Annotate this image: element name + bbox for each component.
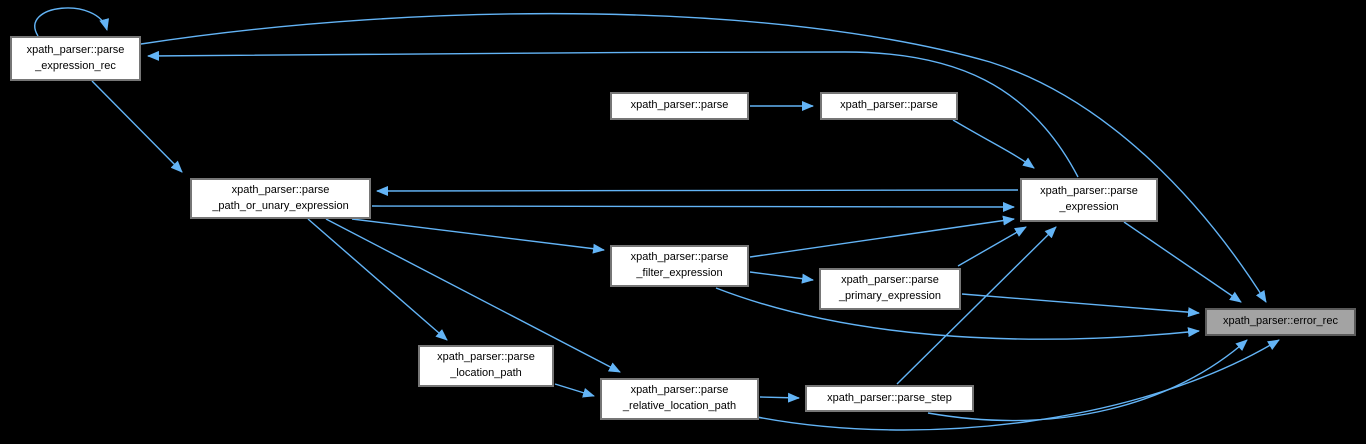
edge-path-or-unary-to-parse-expression xyxy=(371,201,1015,212)
edge-parse-step-to-parse-expression xyxy=(896,226,1057,385)
node-parse-1[interactable]: xpath_parser::parse xyxy=(610,92,749,120)
node-parse-expression-rec[interactable]: xpath_parser::parse _expression_rec xyxy=(10,36,141,81)
node-parse-location-path[interactable]: xpath_parser::parse _location_path xyxy=(418,345,554,387)
edge-parse-step-to-error-rec xyxy=(927,339,1248,422)
node-parse-expression[interactable]: xpath_parser::parse _expression xyxy=(1020,178,1158,222)
node-parse-filter-expression[interactable]: xpath_parser::parse _filter_expression xyxy=(610,245,749,287)
node-parse-path-or-unary-expression[interactable]: xpath_parser::parse _path_or_unary_expre… xyxy=(190,178,371,219)
node-parse-step[interactable]: xpath_parser::parse_step xyxy=(805,385,974,412)
edge-parse-expression-to-error-rec xyxy=(1123,221,1242,303)
edge-filter-to-error-rec xyxy=(715,287,1200,340)
node-parse-2[interactable]: xpath_parser::parse xyxy=(820,92,958,120)
node-error-rec[interactable]: xpath_parser::error_rec xyxy=(1205,308,1356,336)
edge-relative-location-path-to-error-rec xyxy=(756,339,1280,431)
edge-path-or-unary-to-filter-expression xyxy=(351,218,605,254)
edge-path-or-unary-to-relative-location-path xyxy=(325,218,621,373)
edge-path-or-unary-to-location-path xyxy=(307,218,448,341)
edge-primary-to-error-rec xyxy=(961,293,1200,318)
edge-location-path-to-relative-location-path xyxy=(554,383,595,398)
edge-parse-expression-rec-to-path-or-unary xyxy=(91,80,183,173)
edge-parse-expression-rec-to-error-rec xyxy=(140,12,1267,303)
edge-primary-to-parse-expression xyxy=(957,226,1027,267)
edge-relative-location-path-to-parse-step xyxy=(759,392,800,403)
node-parse-relative-location-path[interactable]: xpath_parser::parse _relative_location_p… xyxy=(600,378,759,420)
edge-parse-expression-to-path-or-unary xyxy=(376,185,1019,196)
edge-parse-expression-rec-self-loop xyxy=(34,7,109,37)
edge-filter-to-primary-expression xyxy=(749,271,814,284)
edge-parse-expression-to-parse-expression-rec xyxy=(147,50,1079,178)
edge-parse-to-parse-expression xyxy=(952,119,1035,169)
edge-filter-to-parse-expression xyxy=(749,215,1015,258)
node-parse-primary-expression[interactable]: xpath_parser::parse _primary_expression xyxy=(819,268,961,310)
